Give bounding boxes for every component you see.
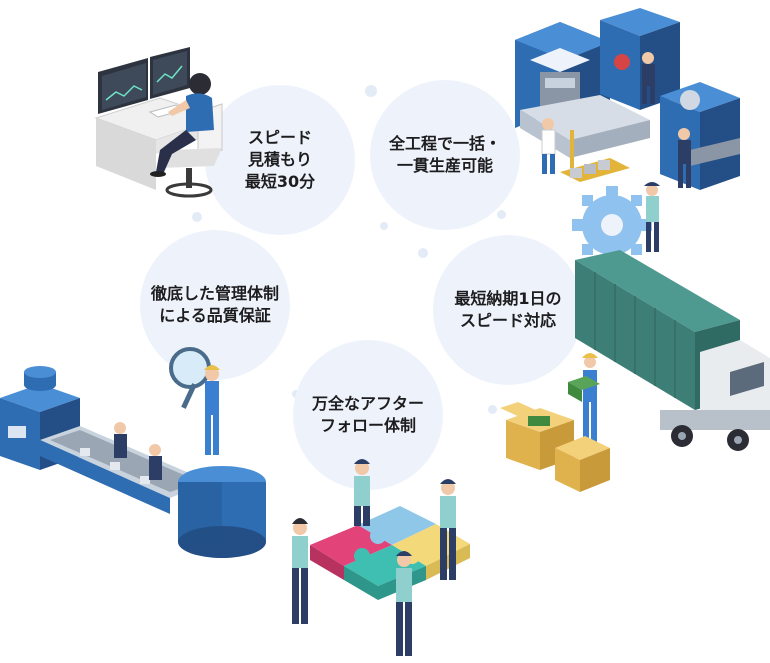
feature-bubble-delivery: 最短納期1日の スピード対応 xyxy=(433,235,583,385)
feature-bubble-quality: 徹底した管理体制 による品質保証 xyxy=(140,230,290,380)
conveyor-illustration xyxy=(0,347,266,558)
feature-label: 全工程で一括・ 一貫生産可能 xyxy=(388,134,501,175)
machining-illustration xyxy=(515,8,740,264)
feature-label: 万全なアフター フォロー体制 xyxy=(311,394,424,435)
truck-illustration xyxy=(500,250,770,492)
feature-label: スピード 見積もり 最短30分 xyxy=(244,128,316,191)
decor-dot xyxy=(365,85,377,97)
decor-dot xyxy=(192,212,202,222)
control-desk-illustration xyxy=(94,34,223,198)
feature-bubble-speed-estimate: スピード 見積もり 最短30分 xyxy=(205,85,355,235)
feature-bubble-all-process: 全工程で一括・ 一貫生産可能 xyxy=(370,80,520,230)
feature-label: 最短納期1日の スピード対応 xyxy=(454,289,562,330)
feature-label: 徹底した管理体制 による品質保証 xyxy=(150,284,279,325)
decor-dot xyxy=(380,222,388,230)
decor-dot xyxy=(497,210,506,219)
decor-dot xyxy=(488,405,497,414)
puzzle-illustration xyxy=(292,459,470,656)
decor-dot xyxy=(418,248,428,258)
